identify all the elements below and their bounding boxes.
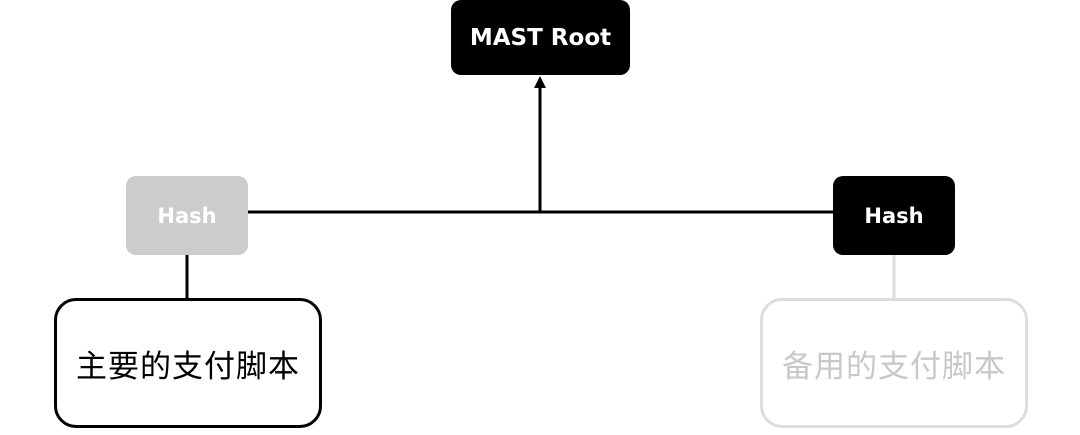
backup-payment-script-box: 备用的支付脚本 [760, 298, 1028, 428]
main-payment-script-box: 主要的支付脚本 [54, 298, 322, 428]
main-payment-script-label: 主要的支付脚本 [76, 348, 300, 385]
root-arrowhead [534, 76, 546, 88]
mast-root-label: MAST Root [469, 24, 612, 51]
hash-node-right: Hash [833, 176, 955, 255]
hash-right-label: Hash [864, 203, 924, 228]
backup-payment-script-label: 备用的支付脚本 [782, 348, 1006, 385]
mast-root-node: MAST Root [451, 0, 630, 75]
hash-left-label: Hash [157, 203, 217, 228]
hash-node-left: Hash [126, 176, 248, 255]
